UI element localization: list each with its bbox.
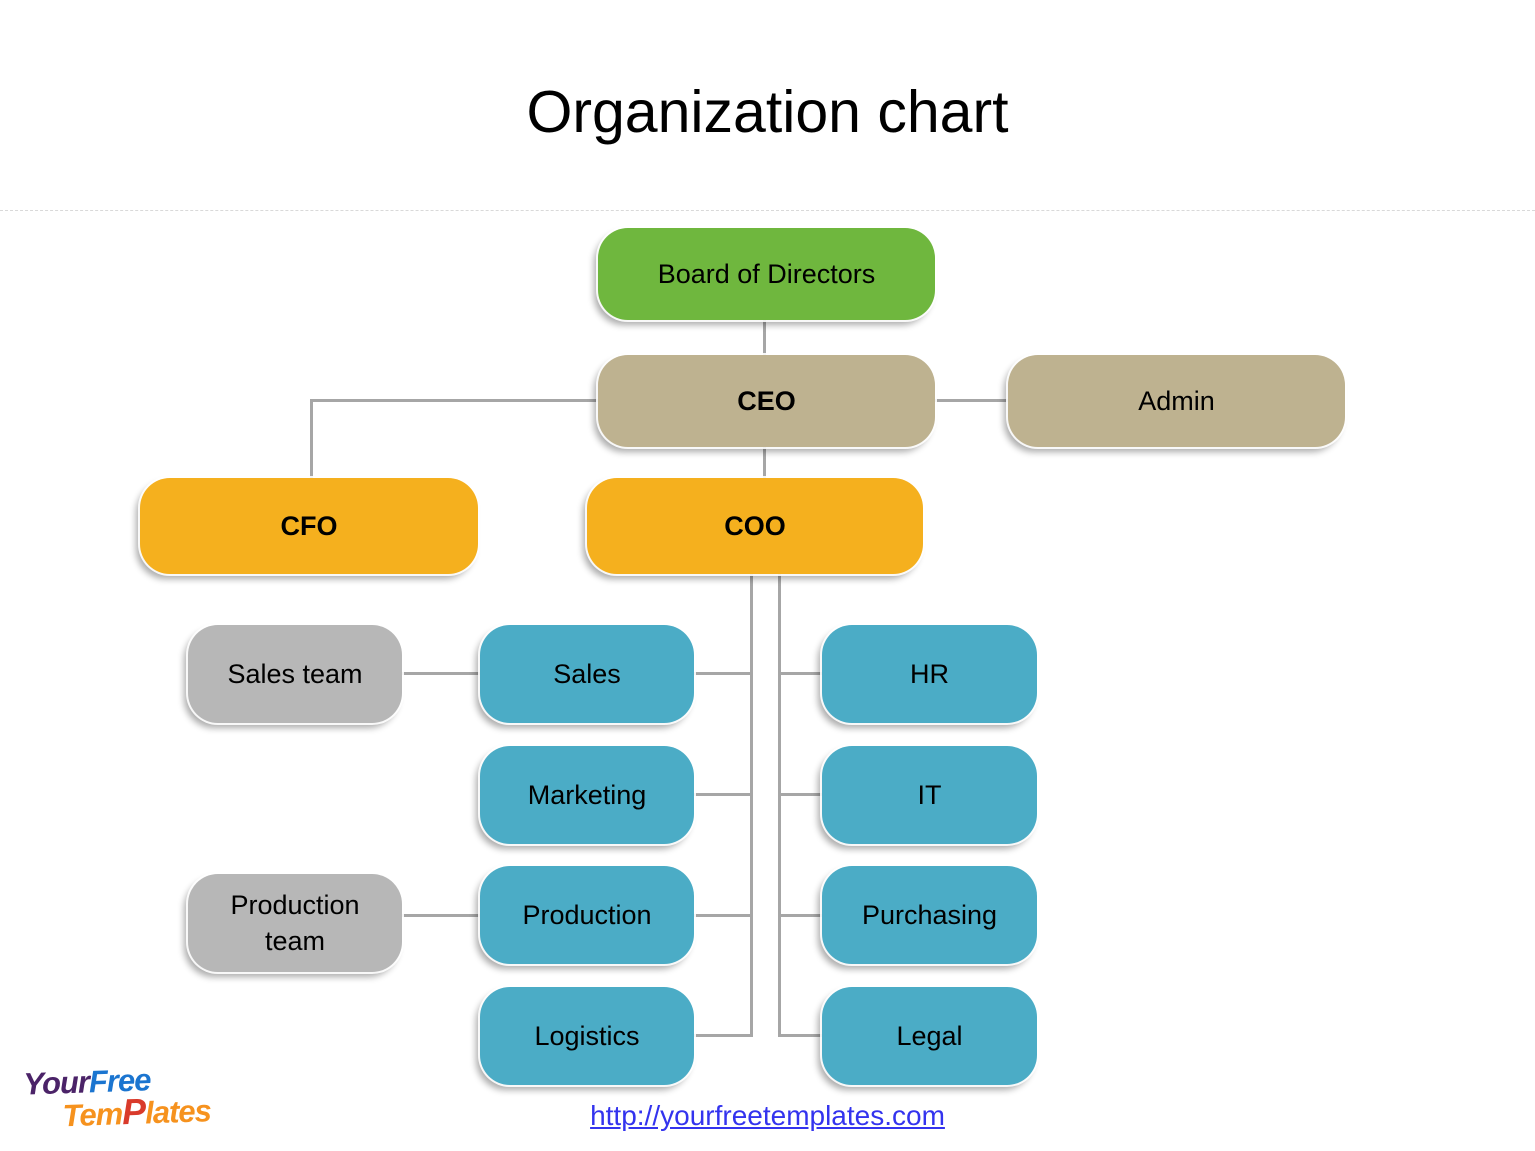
connector-stub-production: [693, 914, 751, 917]
node-admin: Admin: [1008, 355, 1345, 447]
node-legal: Legal: [822, 987, 1037, 1085]
connector-coo-right-rail: [778, 573, 781, 1037]
node-coo: COO: [587, 478, 923, 574]
connector-ceo-coo: [763, 446, 766, 479]
node-it: IT: [822, 746, 1037, 844]
node-purchasing: Purchasing: [822, 866, 1037, 964]
connector-stub-legal: [780, 1034, 823, 1037]
connector-stub-sales: [693, 672, 751, 675]
connector-stub-marketing: [693, 793, 751, 796]
connector-ceo-cfo-vertical: [310, 399, 313, 479]
connector-stub-logistics: [693, 1034, 751, 1037]
node-board-of-directors: Board of Directors: [598, 228, 935, 320]
node-ceo: CEO: [598, 355, 935, 447]
title-divider-line: [0, 210, 1535, 211]
footer: http://yourfreetemplates.com: [0, 1100, 1535, 1132]
node-marketing: Marketing: [480, 746, 694, 844]
node-hr: HR: [822, 625, 1037, 723]
connector-board-ceo: [763, 320, 766, 356]
connector-stub-hr: [780, 672, 823, 675]
connector-ceo-cfo-horizontal: [310, 399, 600, 402]
connector-productionteam-production: [401, 914, 481, 917]
node-sales-team: Sales team: [188, 625, 402, 723]
connector-salesteam-sales: [401, 672, 481, 675]
node-production: Production: [480, 866, 694, 964]
connector-ceo-admin: [933, 399, 1009, 402]
footer-link[interactable]: http://yourfreetemplates.com: [590, 1100, 945, 1131]
page-title: Organization chart: [526, 79, 1009, 145]
connector-coo-left-rail: [750, 573, 753, 1037]
node-logistics: Logistics: [480, 987, 694, 1085]
connector-stub-purchasing: [780, 914, 823, 917]
logo-your-text: Your: [22, 1064, 90, 1102]
node-cfo: CFO: [140, 478, 478, 574]
node-production-team: Production team: [188, 874, 402, 972]
node-sales: Sales: [480, 625, 694, 723]
connector-stub-it: [780, 793, 823, 796]
